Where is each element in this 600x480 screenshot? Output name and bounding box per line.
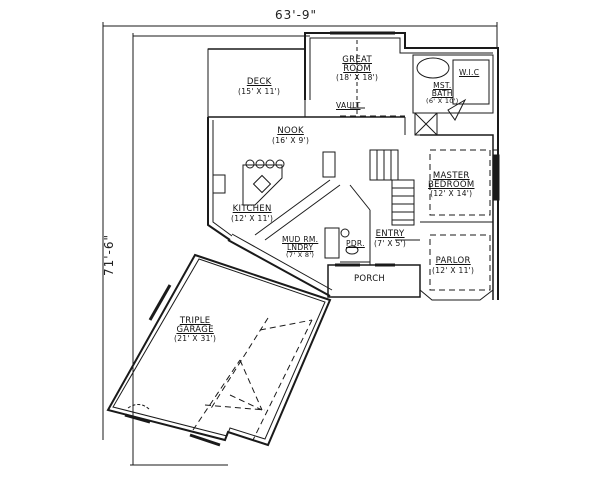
room-label-pdr: PDR.	[346, 239, 365, 248]
room-label-wic: W.I.C	[459, 68, 480, 77]
master-bath-walls	[412, 54, 494, 136]
room-label-master-bedroom: MASTER BEDROOM (12' X 14')	[428, 171, 475, 198]
diagonal-hall	[227, 179, 371, 297]
room-label-deck: DECK (15' X 11')	[238, 77, 281, 96]
depth-dimension-line	[102, 26, 228, 466]
room-label-great-room: GREAT ROOM (18' X 18')	[336, 55, 379, 82]
room-label-porch: PORCH	[354, 274, 386, 284]
main-walls	[207, 116, 500, 301]
porch-outline	[327, 263, 421, 298]
room-label-kitchen: KITCHEN (12' X 11')	[231, 204, 274, 223]
overall-width-label: 63'-9"	[275, 8, 318, 22]
room-label-nook: NOOK (16' X 9')	[272, 126, 310, 145]
garage-walls	[106, 253, 332, 447]
room-label-entry: ENTRY (7' X 5')	[374, 229, 407, 248]
great-room-walls	[304, 31, 499, 300]
room-label-mud-room: MUD RM. LNDRY (7' X 8')	[282, 235, 319, 259]
stairs	[322, 149, 415, 226]
overall-depth-label: 71'-6"	[102, 233, 117, 277]
room-label-parlor: PARLOR (12' X 11')	[432, 256, 475, 275]
kitchen-island	[212, 159, 285, 206]
vault-note: VAULT	[336, 101, 361, 110]
width-dimension-line	[102, 22, 498, 48]
room-label-mst-bath: MST. BATH (6' X 10')	[426, 81, 459, 105]
room-label-garage: TRIPLE GARAGE (21' X 31')	[174, 316, 217, 343]
mud-room-walls	[324, 227, 420, 263]
